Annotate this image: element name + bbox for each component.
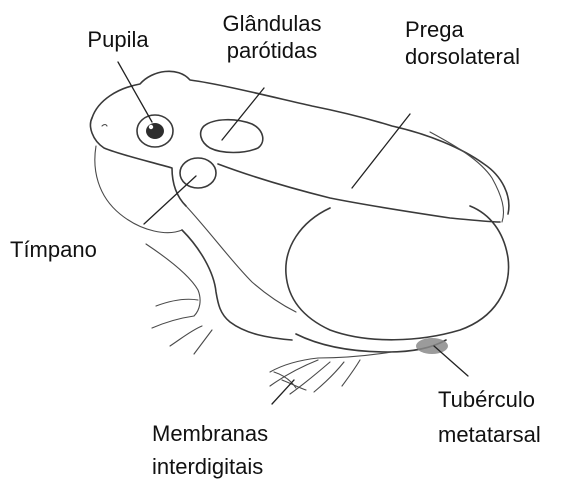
leader-pupila (118, 62, 152, 122)
label-prega-line1: Prega (405, 16, 565, 43)
metatarsal-tubercle-shape (416, 338, 448, 354)
label-tuberculo-metatarsal: Tubérculo metatarsal (438, 386, 566, 448)
leader-prega (352, 114, 410, 188)
frog-forelimb-outline (182, 230, 292, 340)
label-tuberculo-line1: Tubérculo (438, 386, 566, 413)
label-tuberculo-line2: metatarsal (438, 421, 566, 448)
label-pupila: Pupila (62, 26, 174, 53)
frog-snout-jaw-outline (91, 118, 187, 206)
parotoid-gland-shape (201, 120, 263, 153)
label-membranas-line2: interdigitais (152, 453, 312, 480)
frog-rump-shadow (430, 132, 504, 222)
frog-nostril (102, 125, 107, 127)
leader-membranas (272, 380, 294, 404)
frog-foot-outline (270, 352, 392, 394)
frog-eye-highlight (149, 125, 153, 129)
frog-eye-pupil (146, 123, 164, 139)
frog-thigh-outline (286, 206, 509, 340)
label-timpano: Tímpano (10, 236, 130, 263)
label-prega-dorsolateral: Prega dorsolateral (405, 16, 565, 70)
label-prega-line2: dorsolateral (405, 43, 565, 70)
label-membranas-interdigitais: Membranas interdigitais (152, 420, 312, 480)
tympanum-shape (180, 158, 216, 188)
frog-forelimb-inner (146, 244, 200, 316)
frog-belly-outline (186, 206, 296, 312)
leader-timpano (144, 176, 196, 224)
frog-back-outline (92, 71, 509, 214)
label-glandulas-parotidas: Glândulas parótidas (208, 10, 336, 64)
leader-parotidas (222, 88, 264, 140)
label-glandulas-line2: parótidas (208, 37, 336, 64)
label-glandulas-line1: Glândulas (208, 10, 336, 37)
leader-tuberculo (434, 346, 468, 376)
label-membranas-line1: Membranas (152, 420, 312, 447)
frog-foot-webbing (274, 372, 306, 390)
frog-front-toes (152, 299, 212, 354)
dorsolateral-fold-shape (218, 164, 500, 222)
